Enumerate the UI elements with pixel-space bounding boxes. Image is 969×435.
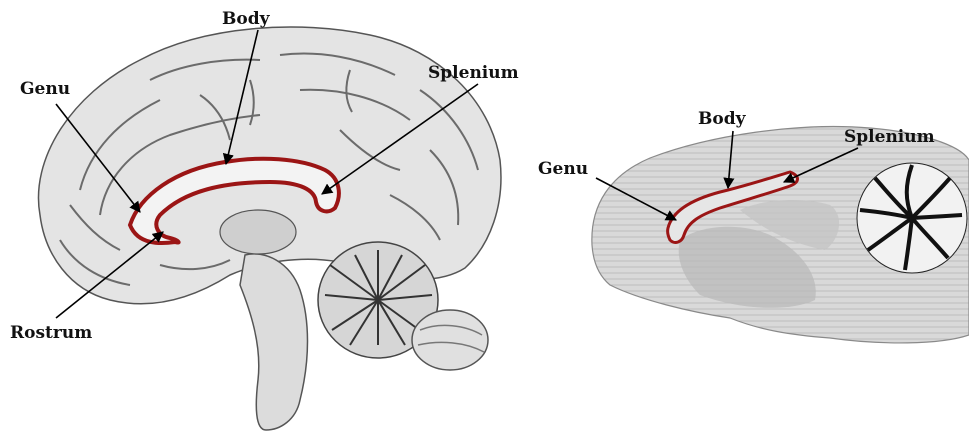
label-genu-left: Genu — [20, 79, 70, 99]
label-splenium-right: Splenium — [844, 127, 935, 147]
thalamus — [220, 210, 296, 254]
label-splenium-left: Splenium — [428, 63, 519, 83]
label-body-right: Body — [698, 109, 747, 129]
rodent-cerebellum — [857, 163, 967, 273]
rodent-brain-section — [592, 127, 969, 343]
human-brain-illustration — [38, 27, 500, 430]
brainstem — [240, 254, 308, 430]
label-genu-right: Genu — [538, 159, 588, 179]
label-body-left: Body — [222, 9, 271, 29]
label-rostrum-left: Rostrum — [10, 323, 92, 343]
